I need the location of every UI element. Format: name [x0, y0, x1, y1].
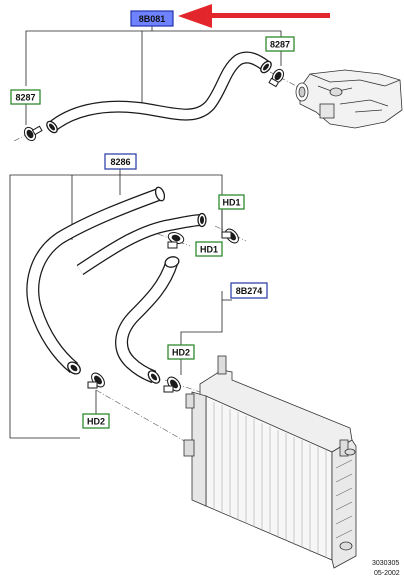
reference-date: 05-2002 [374, 570, 400, 576]
label-hd2-b: HD2 [82, 413, 110, 429]
label-hd2-a-text: HD2 [172, 348, 190, 358]
radiator [183, 355, 357, 569]
label-hd1-a-text: HD1 [222, 198, 240, 208]
clip-hd2-shapes [87, 372, 181, 393]
label-8b081-text: 8B081 [139, 14, 166, 24]
label-8287-right: 8287 [265, 36, 295, 52]
label-hd2-b-text: HD2 [87, 417, 105, 427]
label-hd1-b-text: HD1 [200, 245, 218, 255]
clip-8287-left-shape [23, 125, 43, 142]
label-8b081: 8B081 [130, 10, 174, 27]
upper-hose [46, 51, 272, 134]
clip-8287-right-shape [268, 68, 285, 88]
label-hd2-a: HD2 [167, 344, 195, 360]
middle-hose [76, 212, 207, 275]
label-8287-left: 8287 [10, 89, 41, 105]
label-8286-text: 8286 [110, 157, 130, 167]
thermostat-housing [295, 69, 403, 129]
label-8286: 8286 [104, 153, 137, 170]
lower-hose-right [115, 256, 180, 384]
label-8287-left-text: 8287 [15, 93, 35, 103]
lower-hose-left [26, 186, 166, 375]
label-8b274: 8B274 [230, 282, 268, 299]
label-8b274-text: 8B274 [236, 286, 263, 296]
label-hd1-a: HD1 [218, 194, 245, 210]
clip-hd1-shapes [167, 228, 239, 249]
reference-number: 3030305 [372, 560, 399, 567]
label-hd1-b: HD1 [195, 241, 223, 257]
red-arrow [178, 4, 330, 28]
label-8287-right-text: 8287 [270, 40, 290, 50]
